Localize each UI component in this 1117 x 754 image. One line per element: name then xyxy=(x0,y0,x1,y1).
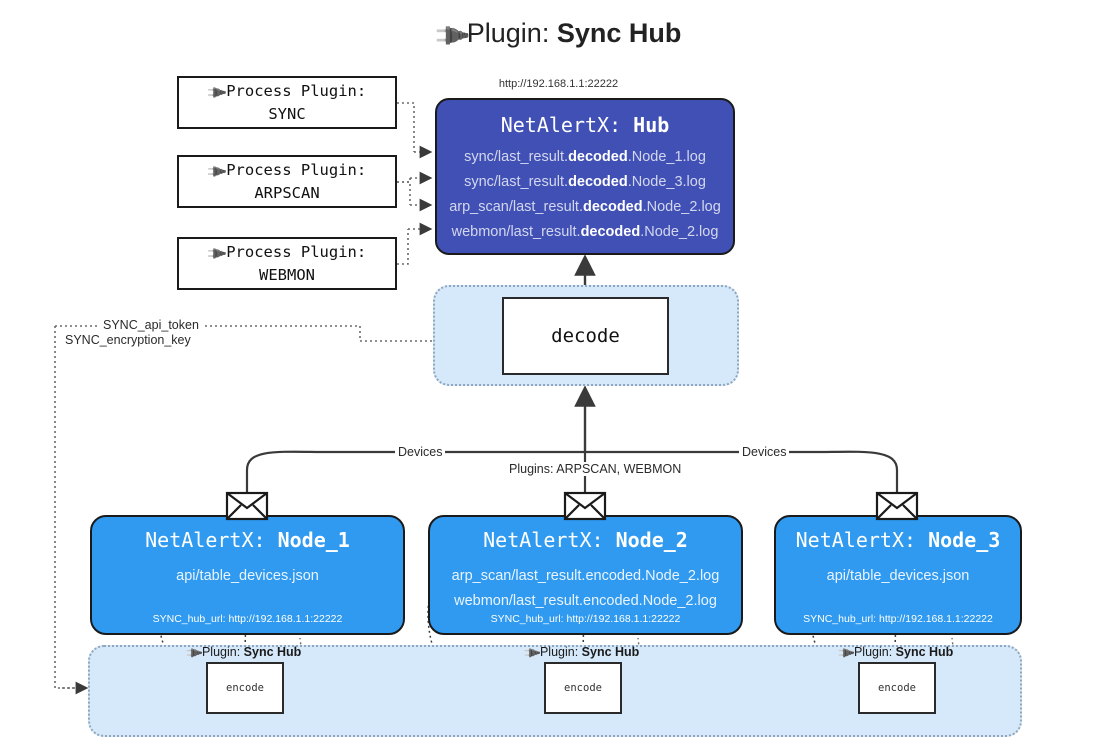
node-hub-url: SYNC_hub_url: http://192.168.1.1:22222 xyxy=(803,613,993,625)
process-plugin-box-webmon[interactable]: 🔌Process Plugin: WEBMON xyxy=(177,237,397,290)
encode-label: encode xyxy=(226,682,264,694)
hub-log-item: sync/last_result.decoded.Node_3.log xyxy=(464,173,706,190)
encoder-plugin-label: 🔌Plugin: Sync Hub xyxy=(183,642,302,664)
process-plugin-box-arpscan[interactable]: 🔌Process Plugin: ARPSCAN xyxy=(177,155,397,208)
encode-label: encode xyxy=(878,682,916,694)
node-box-node-2[interactable]: NetAlertX: Node_2 arp_scan/last_result.e… xyxy=(428,515,743,635)
node-line-item: webmon/last_result.encoded.Node_2.log xyxy=(454,593,717,610)
page-title-name: Sync Hub xyxy=(556,18,682,48)
node-line-list: api/table_devices.json xyxy=(92,564,403,589)
process-plugin-line2: SYNC xyxy=(268,104,306,123)
node-title: NetAlertX: Node_3 xyxy=(795,528,1001,552)
node-line-item: api/table_devices.json xyxy=(826,568,970,584)
hub-log-item: webmon/last_result.decoded.Node_2.log xyxy=(451,223,719,240)
encode-label: encode xyxy=(564,682,602,694)
node-line-item: arp_scan/last_result.encoded.Node_2.log xyxy=(451,568,720,584)
node-box-node-3[interactable]: NetAlertX: Node_3 api/table_devices.json… xyxy=(774,515,1022,635)
encode-box-node-2[interactable]: encode xyxy=(544,662,622,714)
encoder-plugin-label: 🔌Plugin: Sync Hub xyxy=(835,642,954,664)
decode-box[interactable]: decode xyxy=(502,297,669,375)
node-title: NetAlertX: Node_2 xyxy=(483,528,688,552)
hub-log-item: arp_scan/last_result.decoded.Node_2.log xyxy=(449,198,721,215)
envelope-icon xyxy=(563,491,607,521)
page-title: 🔌Plugin: Sync Hub xyxy=(0,15,1117,57)
connector-label-devices-right: Devices xyxy=(739,445,790,459)
node-title: NetAlertX: Node_1 xyxy=(145,528,350,552)
envelope-icon xyxy=(225,491,269,521)
process-plugin-line1: 🔌Process Plugin: xyxy=(204,159,367,184)
hub-log-item: sync/last_result.decoded.Node_1.log xyxy=(464,149,706,165)
node-line-list: api/table_devices.json xyxy=(776,564,1020,589)
hub-title: NetAlertX: Hub xyxy=(500,113,670,137)
process-plugin-line1: 🔌Process Plugin: xyxy=(204,241,367,266)
hub-url-label: http://192.168.1.1:22222 xyxy=(498,78,619,90)
hub-node-box[interactable]: NetAlertX: Hub sync/last_result.decoded.… xyxy=(435,98,735,255)
process-plugin-box-sync[interactable]: 🔌Process Plugin: SYNC xyxy=(177,76,397,129)
node-line-item: api/table_devices.json xyxy=(176,568,319,584)
setting-api-token-label: SYNC_api_token xyxy=(100,318,202,332)
node-line-list: arp_scan/last_result.encoded.Node_2.log … xyxy=(430,564,741,615)
encode-box-node-3[interactable]: encode xyxy=(858,662,936,714)
setting-encryption-key-label: SYNC_encryption_key xyxy=(62,333,194,347)
process-plugin-line2: WEBMON xyxy=(259,265,315,284)
encode-box-node-1[interactable]: encode xyxy=(206,662,284,714)
process-plugin-line2: ARPSCAN xyxy=(254,183,320,202)
process-plugin-line1: 🔌Process Plugin: xyxy=(204,80,367,105)
node-hub-url: SYNC_hub_url: http://192.168.1.1:22222 xyxy=(152,613,343,625)
node-box-node-1[interactable]: NetAlertX: Node_1 api/table_devices.json… xyxy=(90,515,405,635)
envelope-icon xyxy=(875,491,919,521)
node-hub-url: SYNC_hub_url: http://192.168.1.1:22222 xyxy=(490,613,681,625)
hub-log-list: sync/last_result.decoded.Node_1.log sync… xyxy=(437,145,733,245)
connector-label-plugins-center: Plugins: ARPSCAN, WEBMON xyxy=(506,462,685,476)
encoder-plugin-label: 🔌Plugin: Sync Hub xyxy=(521,642,640,664)
page-title-prefix: Plugin: xyxy=(466,18,557,48)
decode-label: decode xyxy=(551,325,620,347)
connector-label-devices-left: Devices xyxy=(395,445,446,459)
